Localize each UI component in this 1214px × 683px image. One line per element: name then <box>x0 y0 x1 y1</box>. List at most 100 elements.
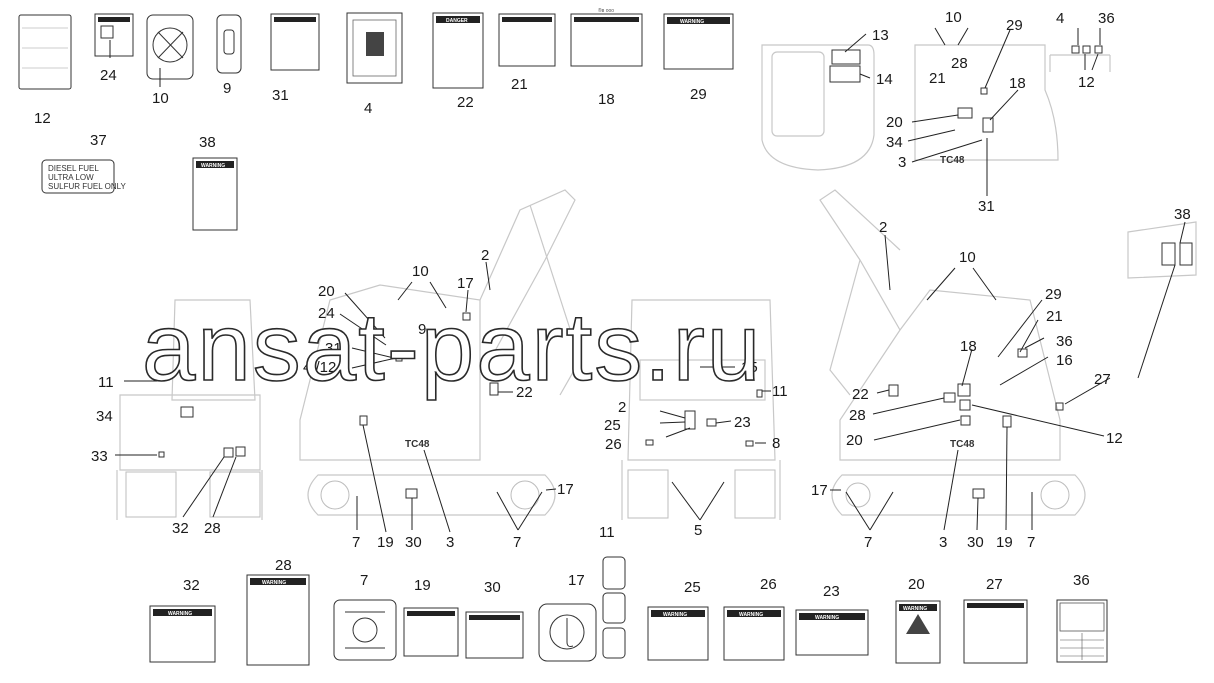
callout-26-bottom: 26 <box>760 576 777 593</box>
callout-13: 13 <box>872 27 889 44</box>
callout-18-rear: 18 <box>1009 75 1026 92</box>
callout-32-bottom: 32 <box>183 577 200 594</box>
callout-7-left-a: 7 <box>352 534 360 551</box>
callout-20-rear: 20 <box>886 114 903 131</box>
callout-9: 9 <box>223 80 231 97</box>
decal-18 <box>570 13 643 67</box>
callout-30-bottom: 30 <box>484 579 501 596</box>
callout-2-left: 2 <box>481 247 489 264</box>
decal-9 <box>216 14 242 74</box>
decal-7 <box>333 599 397 661</box>
fuel-line1: DIESEL FUEL <box>48 164 99 173</box>
decal-30 <box>465 611 524 659</box>
callout-18-right: 18 <box>960 338 977 355</box>
callout-11-left: 11 <box>98 374 114 391</box>
callout-28-right: 28 <box>849 407 866 424</box>
callout-20-right: 20 <box>846 432 863 449</box>
decal-28-warning-text: WARNING <box>262 580 286 586</box>
callout-21-rear: 21 <box>929 70 946 87</box>
callout-10-left: 10 <box>412 263 429 280</box>
callout-9-left: 9 <box>418 321 426 338</box>
callout-37: 37 <box>90 132 107 149</box>
callout-30-left: 30 <box>405 534 422 551</box>
decal-29: WARNING <box>663 13 734 70</box>
callout-27: 27 <box>1094 371 1111 388</box>
rear-right-view: TC48 <box>914 44 1059 166</box>
callout-19-right: 19 <box>996 534 1013 551</box>
decal-38: WARNING <box>192 157 238 231</box>
callout-15: 15 <box>741 359 758 376</box>
decal-11 <box>602 556 626 659</box>
callout-31: 31 <box>272 87 289 104</box>
callout-19-bottom: 19 <box>414 577 431 594</box>
decal-22: DANGER <box>432 12 484 89</box>
decal-26: WARNING <box>723 606 785 661</box>
decal-27 <box>963 599 1028 664</box>
callout-10-right: 10 <box>959 249 976 266</box>
callout-17-right: 17 <box>811 482 828 499</box>
callout-14: 14 <box>876 71 893 88</box>
callout-25-bottom: 25 <box>684 579 701 596</box>
callout-22: 22 <box>457 94 474 111</box>
callout-29-right: 29 <box>1045 286 1062 303</box>
callout-22-left: 22 <box>516 384 533 401</box>
callout-24-left: 24 <box>318 305 335 322</box>
callout-20-bottom: 20 <box>908 576 925 593</box>
callout-28-left: 28 <box>204 520 221 537</box>
callout-3-right: 3 <box>939 534 947 551</box>
front-machine-view <box>621 299 781 520</box>
callout-2-right: 2 <box>879 219 887 236</box>
callout-17-left-b: 17 <box>557 481 574 498</box>
decal-29-warning-text: WARNING <box>680 19 704 25</box>
callout-32-left: 32 <box>172 520 189 537</box>
callout-3-left: 3 <box>446 534 454 551</box>
decal-23: WARNING <box>795 609 869 656</box>
callout-19-left: 19 <box>377 534 394 551</box>
decal-23-warning-text: WARNING <box>815 615 839 621</box>
callout-28-rear: 28 <box>951 55 968 72</box>
callout-26-front: 26 <box>605 436 622 453</box>
decal-4 <box>346 12 403 84</box>
decal-21 <box>498 13 556 67</box>
callout-36-right: 36 <box>1056 333 1073 350</box>
callout-7-right-b: 7 <box>1027 534 1035 551</box>
callout-7-bottom: 7 <box>360 572 368 589</box>
callout-7-right-a: 7 <box>864 534 872 551</box>
decal-10 <box>146 14 194 80</box>
callout-4-top: 4 <box>1056 10 1064 27</box>
callout-2-front: 2 <box>618 399 626 416</box>
callout-24: 24 <box>100 67 117 84</box>
decal-19 <box>403 607 459 657</box>
decal-32-warning-text: WARNING <box>168 611 192 617</box>
callout-8: 8 <box>772 435 780 452</box>
callout-17-bottom: 17 <box>568 572 585 589</box>
left-machine-view: TC48 <box>116 189 581 520</box>
decal-37-fuel: DIESEL FUEL ULTRA LOW SULFUR FUEL ONLY <box>41 159 126 194</box>
right-machine-view: TC48 <box>819 189 1197 516</box>
callout-23-front: 23 <box>734 414 751 431</box>
callout-36-bottom: 36 <box>1073 572 1090 589</box>
decal-22-danger-text: DANGER <box>446 18 468 24</box>
decal-17 <box>538 603 597 662</box>
callout-27-bottom: 27 <box>986 576 1003 593</box>
header-code: ®в ооо <box>598 7 614 14</box>
callout-29: 29 <box>690 86 707 103</box>
fuel-line3: SULFUR FUEL ONLY <box>48 182 126 191</box>
decal-20: WARNING <box>895 600 941 664</box>
callout-29-rear: 29 <box>1006 17 1023 34</box>
callout-5: 5 <box>694 522 702 539</box>
callout-21-right: 21 <box>1046 308 1063 325</box>
decal-28: WARNING <box>246 574 310 666</box>
leader-lines <box>109 27 1186 533</box>
callout-21: 21 <box>511 76 528 93</box>
callout-22-right: 22 <box>852 386 869 403</box>
callout-10: 10 <box>152 90 169 107</box>
callout-38-right: 38 <box>1174 206 1191 223</box>
callout-11-front: 11 <box>772 383 788 400</box>
cab-top-view <box>761 44 875 171</box>
callout-4-12-left: 4 /12 <box>303 359 336 376</box>
decal-38-warning-text: WARNING <box>201 163 225 169</box>
callout-36-top: 36 <box>1098 10 1115 27</box>
callout-12: 12 <box>34 110 51 127</box>
